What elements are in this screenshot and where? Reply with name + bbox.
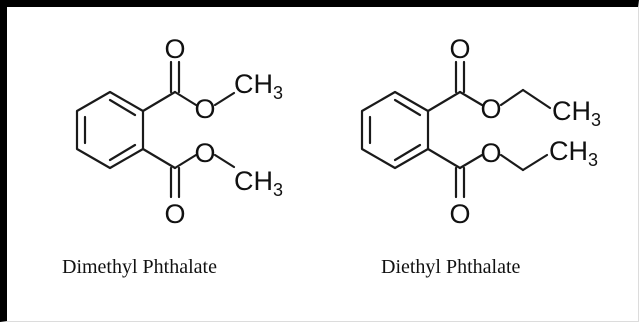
methyl-top-ch: CH: [234, 69, 273, 99]
methyl-top-label: CH3: [234, 69, 283, 103]
methyl-top-subscript: 3: [273, 83, 283, 103]
top-ester-group: [426, 60, 552, 113]
methyl-top-ch: CH: [552, 96, 591, 126]
methyl-bottom-ch: CH: [234, 166, 273, 196]
ester-oxygen-bottom: O: [194, 138, 215, 168]
ester-oxygen-bottom: O: [480, 138, 501, 168]
carbonyl-oxygen-bottom: O: [164, 199, 185, 229]
ester-oxygen-top: O: [480, 94, 501, 124]
methyl-bottom-label: CH3: [549, 136, 598, 170]
bottom-ester-group: [426, 147, 549, 199]
benzene-ring: [360, 90, 430, 170]
methyl-bottom-ch: CH: [549, 136, 588, 166]
ester-oxygen-top: O: [194, 94, 215, 124]
methyl-bottom-label: CH3: [234, 166, 283, 200]
caption-dimethyl-phthalate: Dimethyl Phthalate: [62, 256, 217, 278]
dimethyl-phthalate-structure: O O CH3 O CH3 O: [75, 34, 283, 229]
carbonyl-oxygen-top: O: [164, 34, 185, 64]
carbonyl-oxygen-top: O: [449, 34, 470, 64]
methyl-bottom-subscript: 3: [588, 150, 598, 170]
carbonyl-oxygen-bottom: O: [449, 199, 470, 229]
methyl-bottom-subscript: 3: [273, 180, 283, 200]
diethyl-phthalate-structure: O O CH3 O CH3 O: [360, 34, 601, 229]
top-ester-group: [141, 60, 236, 113]
methyl-top-label: CH3: [552, 96, 601, 130]
bottom-ester-group: [141, 147, 236, 199]
caption-diethyl-phthalate: Diethyl Phthalate: [381, 256, 521, 278]
methyl-top-subscript: 3: [591, 110, 601, 130]
benzene-ring: [75, 90, 145, 170]
